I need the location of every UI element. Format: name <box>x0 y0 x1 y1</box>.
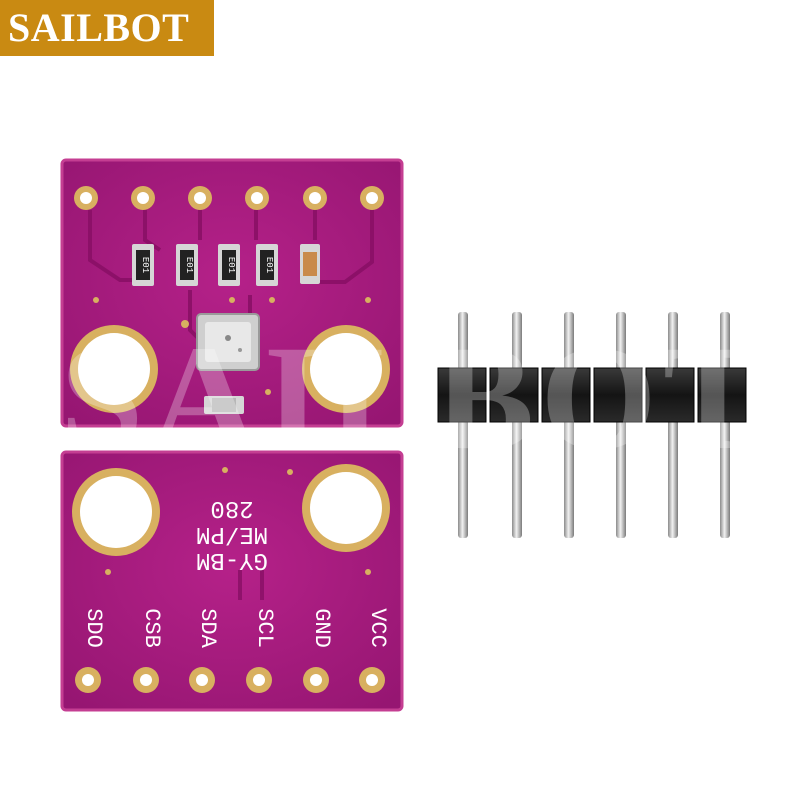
sailbot-logo: SAILBOT <box>0 0 214 56</box>
resistor-mark-1: E01 <box>140 257 150 273</box>
header-plastic-body <box>437 367 747 423</box>
pin-label-csb: CSB <box>139 608 164 648</box>
pin-label-vcc: VCC <box>365 608 390 648</box>
smd-resistors: E01 E01 E01 E01 <box>132 244 320 286</box>
bme280-module-bottom: GY-BM ME/PM 280 SDO CSB SDA SCL GND VCC <box>60 450 404 712</box>
bottom-pin-pads <box>75 667 385 693</box>
pin-label-sdo: SDO <box>81 608 106 648</box>
header-pins <box>458 312 730 538</box>
pin-label-scl: SCL <box>252 608 277 648</box>
pin-labels: SDO CSB SDA SCL GND VCC <box>81 608 390 648</box>
top-pin-pads <box>74 186 384 210</box>
model-line-3: 280 <box>210 494 253 521</box>
resistor-mark-2: E01 <box>184 257 194 273</box>
pin-header-6 <box>437 312 747 538</box>
model-line-2: ME/PM <box>196 520 268 547</box>
sailbot-logo-text: SAILBOT <box>8 5 190 50</box>
pin-label-gnd: GND <box>309 608 334 648</box>
resistor-mark-3: E01 <box>226 257 236 273</box>
model-line-1: GY-BM <box>196 546 268 573</box>
resistor-mark-4: E01 <box>264 257 274 273</box>
mounting-holes-top <box>70 325 390 413</box>
mounting-holes-bottom <box>72 464 390 556</box>
model-silkscreen: GY-BM ME/PM 280 <box>196 494 268 573</box>
pin-label-sda: SDA <box>195 608 220 648</box>
sensor-chip <box>196 313 260 371</box>
bme280-module-top: E01 E01 E01 E01 <box>60 158 404 428</box>
